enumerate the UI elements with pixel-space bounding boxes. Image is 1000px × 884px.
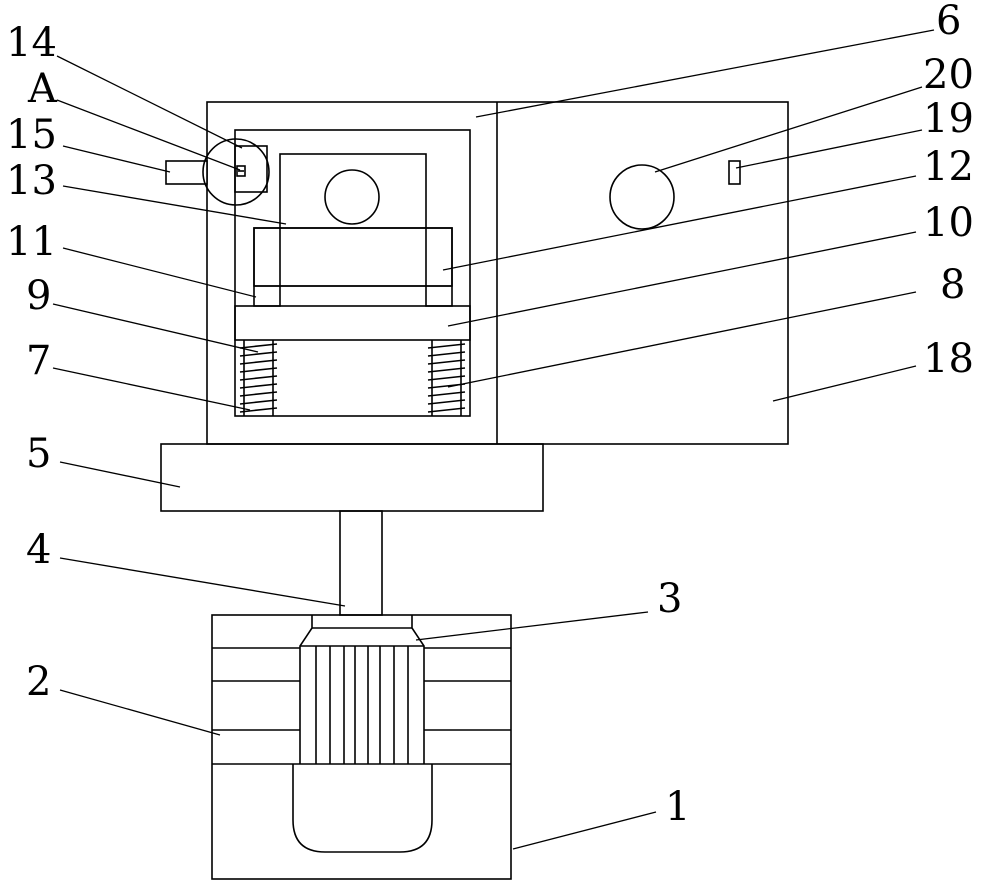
base-1 <box>211 614 512 880</box>
label-20: 20 <box>923 52 974 98</box>
right-spring <box>427 340 466 416</box>
handle-15 <box>165 160 208 185</box>
label-7: 7 <box>26 338 51 384</box>
label-14: 14 <box>6 20 57 66</box>
part-14 <box>234 145 268 193</box>
motor-2 <box>299 615 425 764</box>
shaft-4 <box>339 510 383 616</box>
right-leg <box>425 227 453 307</box>
label-18: 18 <box>923 336 974 382</box>
label-5: 5 <box>26 431 51 477</box>
label-12: 12 <box>923 144 974 190</box>
label-4: 4 <box>26 527 51 573</box>
top-block <box>279 153 427 229</box>
plate-12 <box>253 227 453 287</box>
label-10: 10 <box>923 200 974 246</box>
label-19: 19 <box>923 96 974 142</box>
label-9: 9 <box>26 273 51 319</box>
top-block-circle <box>324 169 380 225</box>
label-8: 8 <box>940 262 965 308</box>
label-11: 11 <box>6 219 57 265</box>
part-19 <box>728 160 741 185</box>
inner-chamber <box>234 129 471 417</box>
plate-5 <box>160 443 544 512</box>
plate-10 <box>234 305 471 341</box>
circle-20 <box>609 164 675 230</box>
label-2: 2 <box>26 659 51 705</box>
label-6: 6 <box>936 0 961 44</box>
left-spring <box>239 340 278 416</box>
label-13: 13 <box>6 158 57 204</box>
left-leg <box>253 227 281 307</box>
label-1: 1 <box>665 784 690 830</box>
label-3: 3 <box>657 576 682 622</box>
motor-bottom-cap <box>292 764 433 853</box>
label-15: 15 <box>6 112 57 158</box>
leader-lines <box>52 29 935 850</box>
detail-circle-a <box>202 138 270 206</box>
label-a: A <box>27 66 58 112</box>
